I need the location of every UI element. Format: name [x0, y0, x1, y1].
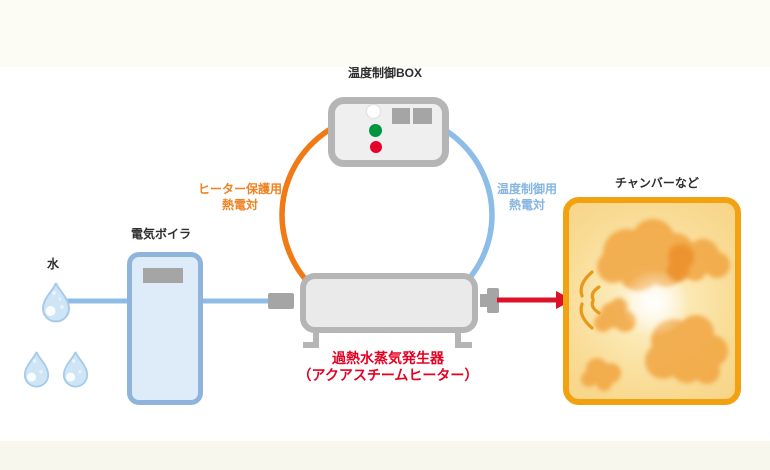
- water-label: 水: [46, 257, 59, 271]
- chamber: [563, 197, 741, 405]
- steam-glow-icon: [621, 269, 689, 337]
- generator-left-leg-icon: [303, 330, 319, 348]
- water-droplet-icon: [41, 282, 71, 323]
- display-window-icon: [392, 108, 410, 124]
- generator-label-line2: （アクアスチームヒーター）: [297, 367, 479, 383]
- steam-whoosh-icon: [579, 270, 601, 330]
- led-white-icon: [367, 105, 380, 118]
- led-red-icon: [370, 141, 382, 153]
- heater-protection-thermocouple-label: ヒーター保護用 熱電対: [180, 181, 300, 213]
- generator-label-line1: 過熱水蒸気発生器: [332, 350, 444, 366]
- heater-protection-thermocouple-label-line2: 熱電対: [221, 198, 258, 212]
- temperature-control-box: [328, 97, 449, 167]
- heater-protection-thermocouple-label-line1: ヒーター保護用: [197, 182, 282, 196]
- chamber-label: チャンバーなど: [615, 176, 699, 190]
- boiler-label: 電気ボイラ: [130, 227, 191, 241]
- bottom-tint-band: [0, 441, 770, 470]
- generator-right-leg-icon: [455, 330, 472, 348]
- led-green-icon: [369, 124, 382, 137]
- water-droplet-icon: [23, 351, 50, 388]
- superheated-steam-generator: [300, 273, 478, 333]
- water-droplet-icon: [62, 351, 89, 388]
- outlet-pipe-connector-icon: [487, 288, 499, 313]
- generator-label: 過熱水蒸気発生器 （アクアスチームヒーター）: [288, 350, 488, 384]
- steam-cloud-icon: [579, 219, 730, 391]
- inlet-pipe-connector-icon: [268, 293, 294, 309]
- outlet-pipe-connector-icon: [480, 294, 490, 307]
- control-box-label: 温度制御BOX: [347, 66, 422, 80]
- temperature-control-thermocouple-label: 温度制御用 熱電対: [467, 181, 587, 213]
- electric-boiler: [127, 252, 203, 405]
- top-tint-band: [0, 0, 770, 67]
- display-window-icon: [413, 108, 432, 124]
- temperature-control-thermocouple-label-line2: 熱電対: [508, 198, 545, 212]
- boiler-display-icon: [143, 268, 183, 283]
- temperature-control-thermocouple-label-line1: 温度制御用: [496, 182, 557, 196]
